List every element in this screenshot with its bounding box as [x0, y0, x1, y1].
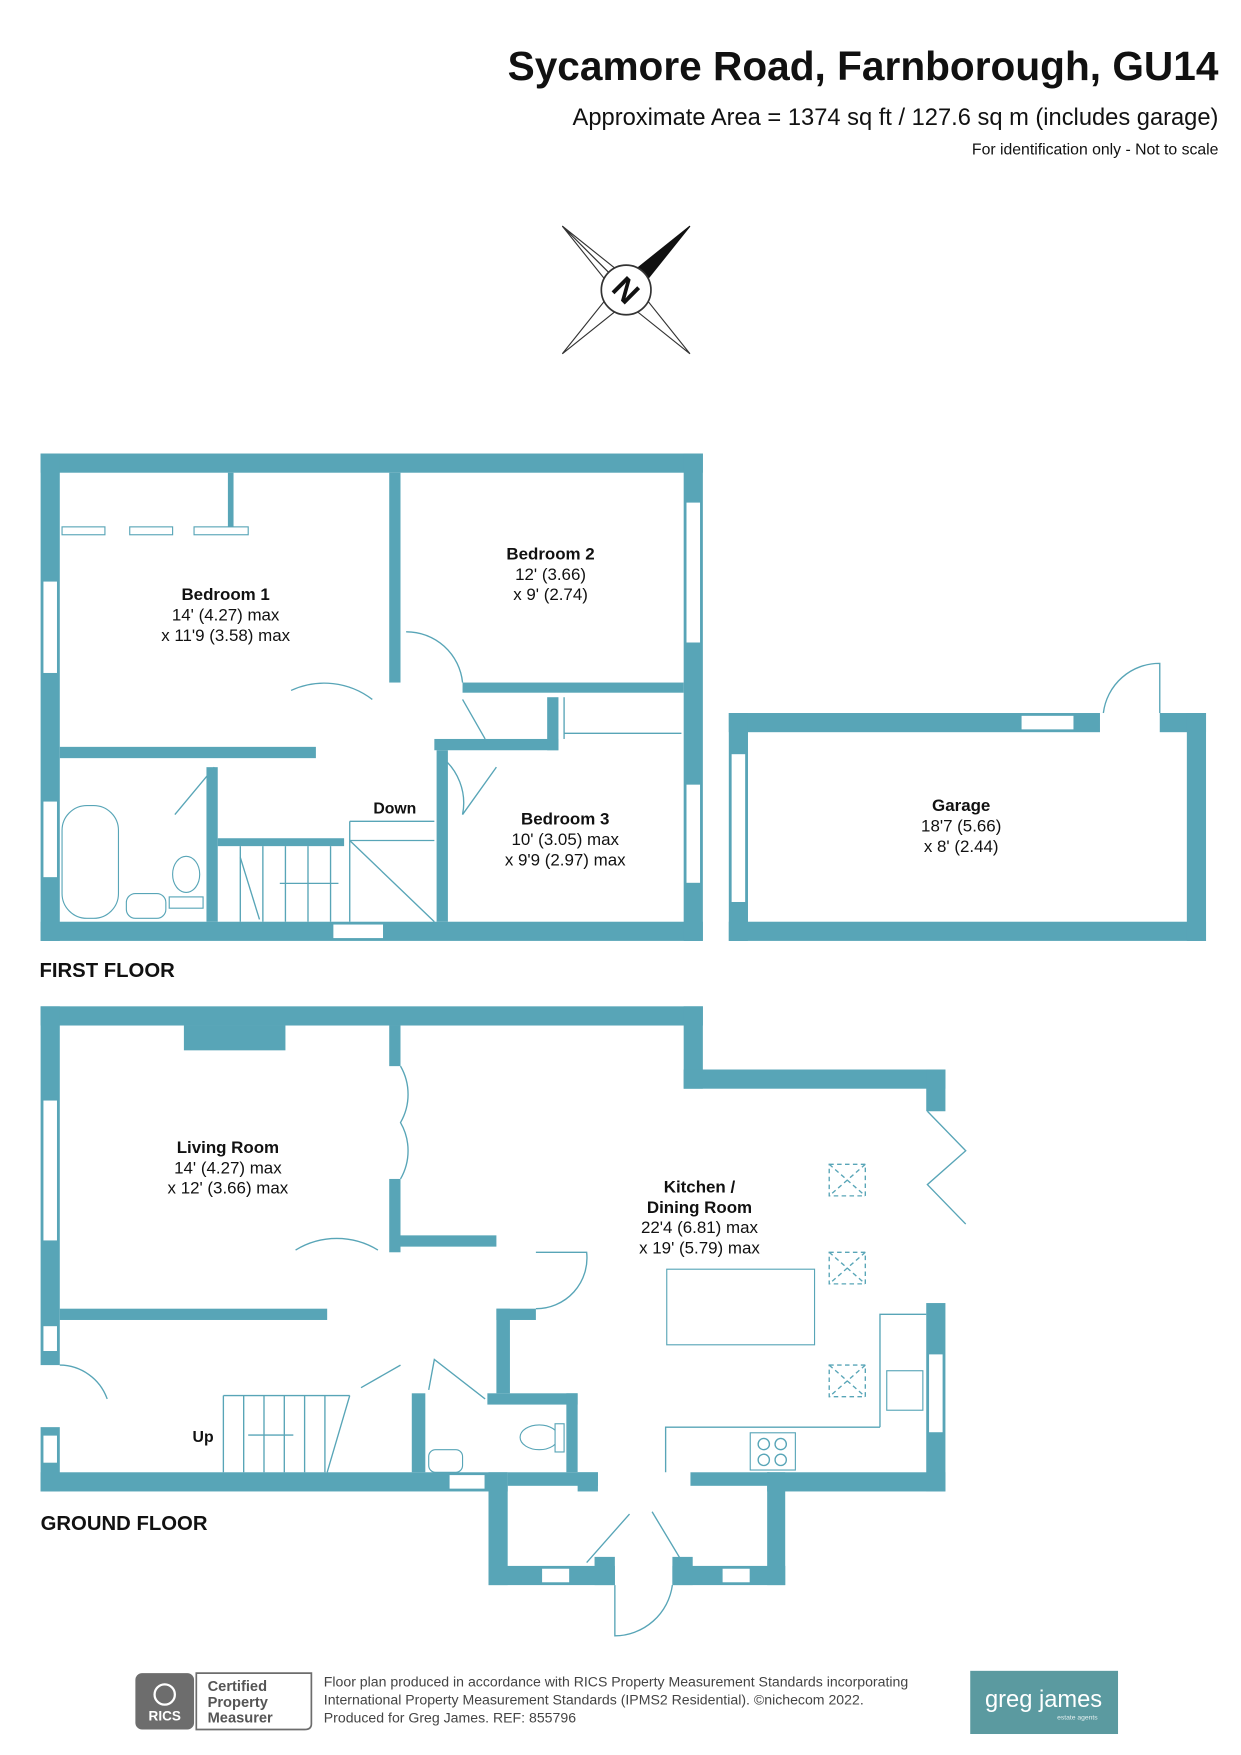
room-dim: 14' (4.27) max: [172, 606, 280, 625]
floor-label: FIRST FLOOR: [39, 960, 175, 982]
room-name: Bedroom 3: [521, 810, 609, 829]
rics-line: Certified: [208, 1679, 267, 1695]
room-name: Dining Room: [647, 1198, 752, 1217]
rics-line: Property: [208, 1695, 269, 1711]
rics-line: Measurer: [208, 1711, 273, 1727]
room-dim: 22'4 (6.81) max: [641, 1218, 758, 1237]
room-name: Living Room: [177, 1138, 279, 1157]
room-dim: x 11'9 (3.58) max: [161, 626, 290, 645]
room-dim: x 9'9 (2.97) max: [505, 850, 626, 869]
room-dim: x 9' (2.74): [513, 585, 588, 604]
room-dim: 18'7 (5.66): [921, 816, 1001, 835]
area-text: Approximate Area = 1374 sq ft / 127.6 sq…: [573, 105, 1219, 131]
room-dim: 10' (3.05) max: [511, 830, 619, 849]
page-title: Sycamore Road, Farnborough, GU14: [508, 43, 1219, 89]
room-dim: 12' (3.66): [515, 565, 586, 584]
scale-note: For identification only - Not to scale: [972, 142, 1219, 159]
room-dim: x 19' (5.79) max: [639, 1238, 760, 1257]
room-name: Bedroom 1: [181, 585, 269, 604]
room-dim: x 8' (2.44): [924, 837, 999, 856]
first-floor-plan: Down Bedroom 1 14' (4.27) max x 11'9 (3.…: [39, 453, 1207, 982]
room-name: Bedroom 2: [506, 545, 594, 564]
stairs-down-label: Down: [373, 800, 416, 817]
agent-logo: greg james estate agents: [970, 1670, 1119, 1735]
stairs-up-label: Up: [193, 1429, 214, 1446]
rics-logo-text: RICS: [149, 1708, 181, 1723]
footer-text: International Property Measurement Stand…: [324, 1692, 864, 1708]
room-name: Kitchen /: [664, 1177, 736, 1196]
footer-text: Floor plan produced in accordance with R…: [324, 1674, 908, 1690]
room-dim: x 12' (3.66) max: [168, 1179, 289, 1198]
floor-label: GROUND FLOOR: [41, 1513, 208, 1535]
ground-floor-plan: Up Living Room 14' (4.27) max x 12' (3.6…: [41, 1006, 967, 1637]
room-dim: 14' (4.27) max: [174, 1158, 282, 1177]
agent-logo-name: greg james: [985, 1687, 1102, 1713]
north-arrow-icon: N: [561, 225, 691, 355]
footer-text: Produced for Greg James. REF: 855796: [324, 1710, 576, 1726]
rics-badge: RICS Certified Property Measurer: [135, 1672, 313, 1731]
agent-logo-tagline: estate agents: [1057, 1714, 1098, 1721]
room-name: Garage: [932, 796, 990, 815]
